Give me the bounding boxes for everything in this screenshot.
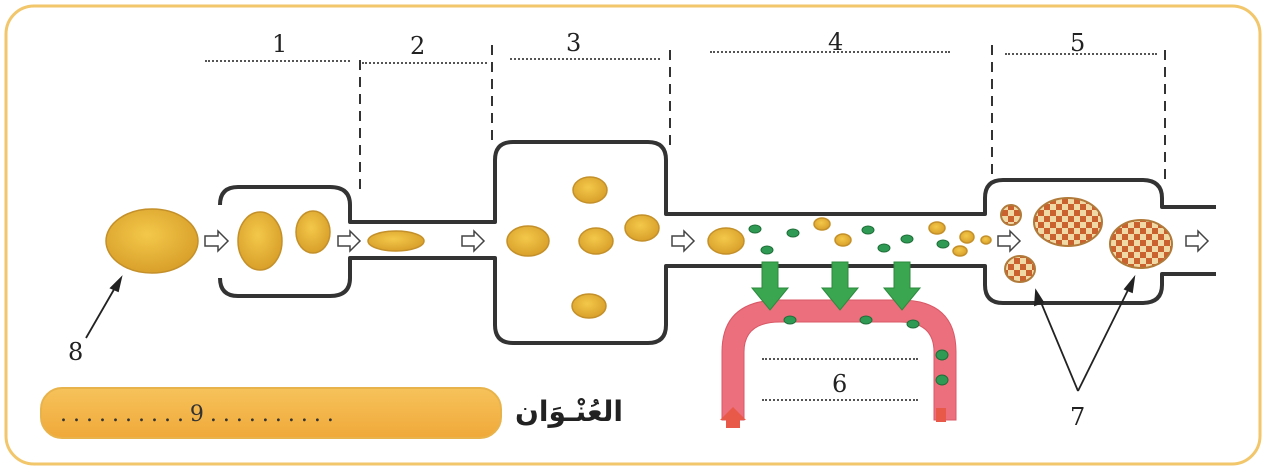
pointer-lines xyxy=(85,274,1136,392)
blank-line-6a xyxy=(762,358,918,360)
blank-line-2 xyxy=(362,62,487,64)
title-box xyxy=(40,387,502,439)
blood-outflow-mark xyxy=(936,408,946,422)
label-8: 8 xyxy=(68,338,84,366)
molecules-in-intestine xyxy=(748,224,950,255)
blank-line-6b xyxy=(762,399,918,401)
blank-line-1 xyxy=(205,60,350,62)
label-5: 5 xyxy=(1070,29,1086,57)
label-6: 6 xyxy=(832,370,848,398)
label-2: 2 xyxy=(410,32,426,60)
digestive-tube xyxy=(218,140,1216,345)
absorption-arrows xyxy=(750,261,922,311)
section-separators xyxy=(359,45,1166,195)
blank-line-3 xyxy=(510,58,660,60)
label-7: 7 xyxy=(1070,403,1086,431)
blank-line-4 xyxy=(710,51,950,53)
label-3: 3 xyxy=(566,29,582,57)
blank-line-5 xyxy=(1005,53,1157,55)
label-4: 4 xyxy=(828,28,844,56)
molecules-in-blood xyxy=(783,315,949,386)
waste-particles xyxy=(1000,197,1173,283)
title-blank: ..........9.......... xyxy=(60,402,340,427)
food-particles xyxy=(105,176,992,319)
blood-inflow-arrow xyxy=(720,407,746,428)
blood-vessel xyxy=(721,299,957,421)
label-1: 1 xyxy=(272,30,288,58)
title-word: العُنْـوَان xyxy=(515,395,623,428)
flow-arrows xyxy=(204,229,1210,253)
